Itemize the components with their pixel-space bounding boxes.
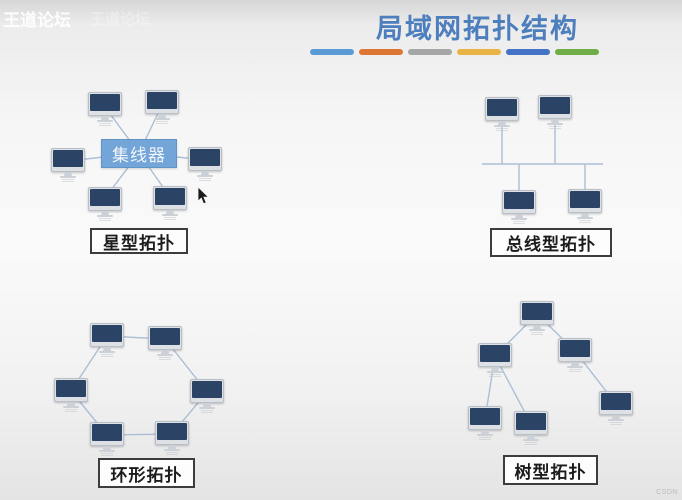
computer-icon [145, 90, 179, 124]
accent-dash [457, 49, 501, 55]
computer-icon [51, 148, 85, 182]
page-title: 局域网拓扑结构 [376, 14, 579, 44]
title-accent-dashes [310, 49, 599, 55]
computer-icon [568, 189, 602, 223]
accent-dash [408, 49, 452, 55]
computer-icon [188, 147, 222, 181]
watermark-wangdao-faint: 王道论坛 [90, 11, 151, 28]
ring-topology-label: 环形拓扑 [98, 458, 195, 488]
computer-icon [478, 343, 512, 377]
tree-topology-label: 树型拓扑 [503, 455, 598, 485]
computer-icon [190, 379, 224, 413]
computer-icon [54, 378, 88, 412]
hub-box: 集线器 [101, 139, 177, 168]
computer-icon [538, 95, 572, 129]
bus-topology-label: 总线型拓扑 [490, 228, 612, 257]
computer-icon [90, 323, 124, 357]
computer-icon [88, 92, 122, 126]
accent-dash [310, 49, 354, 55]
mouse-cursor [197, 186, 210, 205]
computer-icon [148, 326, 182, 360]
computer-icon [468, 406, 502, 440]
computer-icon [599, 391, 633, 425]
computer-icon [502, 190, 536, 224]
accent-dash [555, 49, 599, 55]
star-topology-label: 星型拓扑 [90, 228, 188, 254]
watermark-wangdao: 王道论坛 [3, 11, 71, 30]
accent-dash [506, 49, 550, 55]
computer-icon [88, 187, 122, 221]
watermark-csdn: CSDN [656, 489, 678, 496]
computer-icon [155, 421, 189, 455]
computer-icon [485, 97, 519, 131]
computer-icon [153, 186, 187, 220]
computer-icon [514, 411, 548, 445]
accent-dash [359, 49, 403, 55]
computer-icon [520, 301, 554, 335]
computer-icon [558, 338, 592, 372]
computer-icon [90, 422, 124, 456]
